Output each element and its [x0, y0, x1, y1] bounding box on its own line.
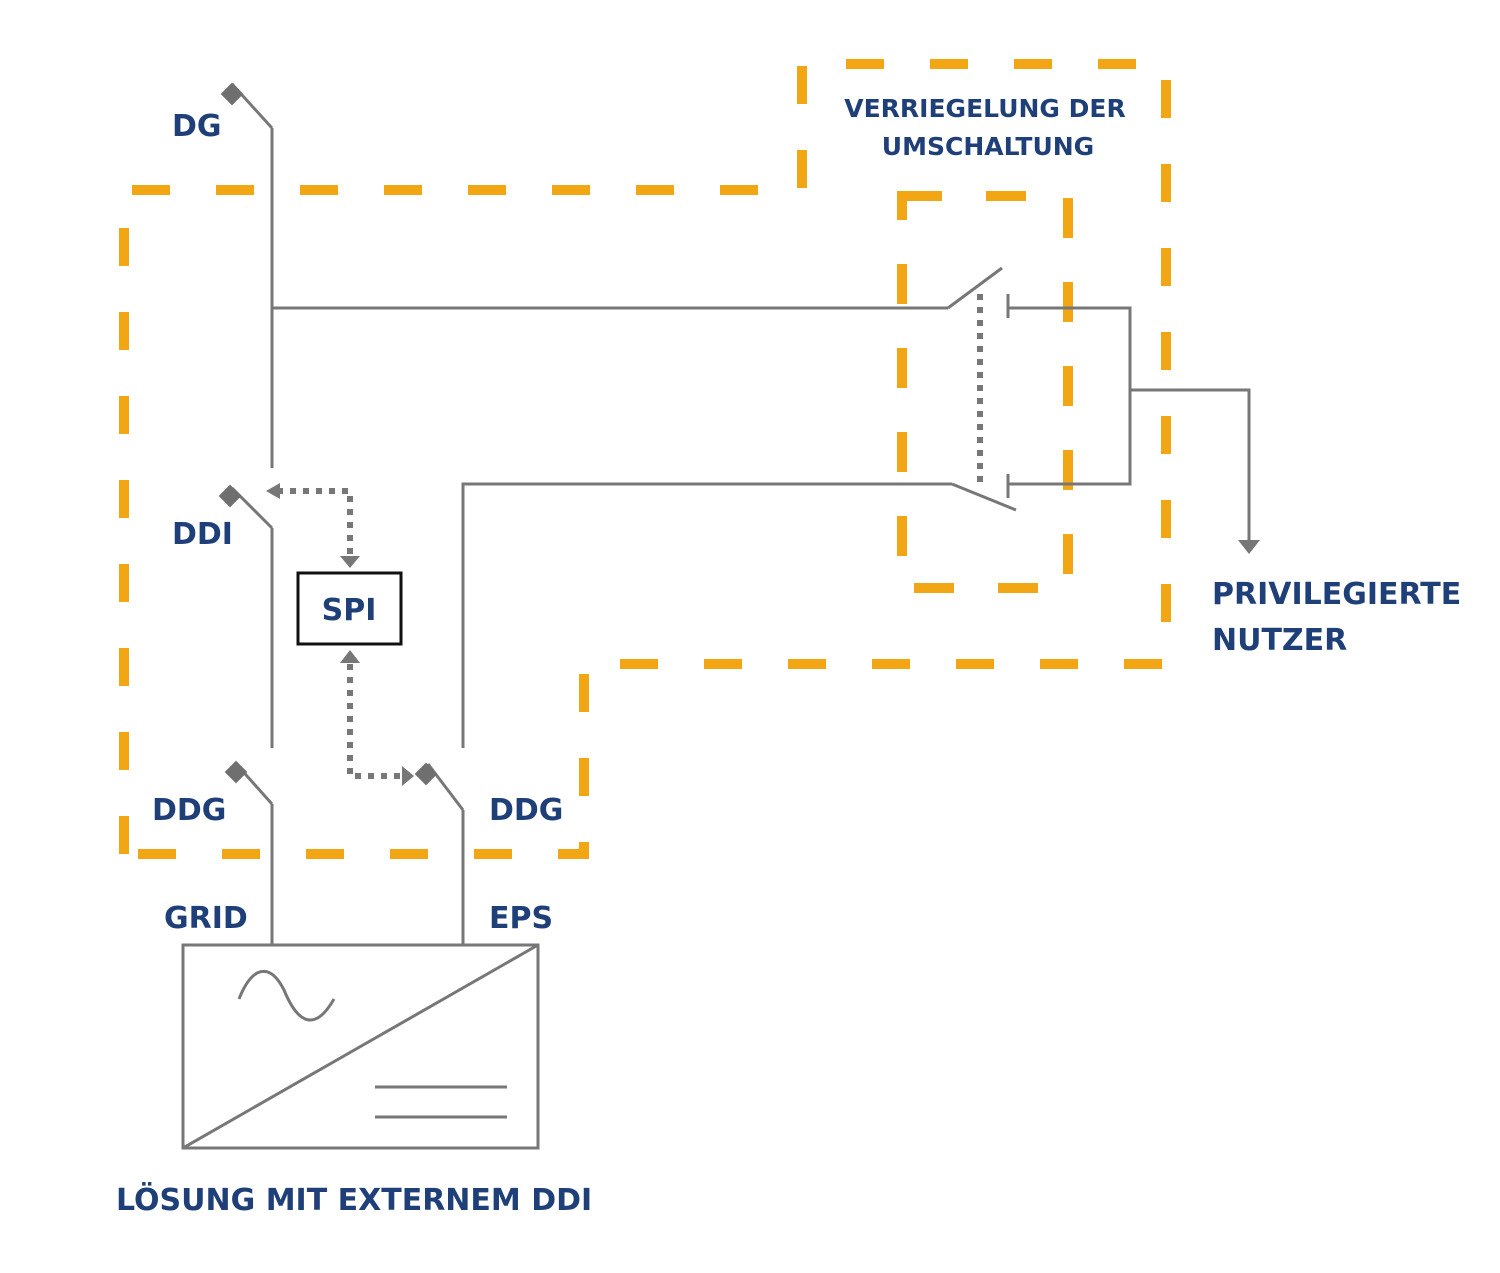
spi-box — [296, 571, 403, 646]
ddg-left-label: DDG — [152, 793, 226, 828]
spi-up-arrow-head — [340, 650, 360, 663]
interlock-label-line2: UMSCHALTUNG — [882, 132, 1094, 161]
privileged-users-arrow — [1238, 540, 1260, 554]
ac-sine-icon — [237, 970, 336, 1022]
changeover-lower-blade — [951, 482, 1017, 512]
dg-label: DG — [172, 109, 222, 144]
privileged-users-wire — [1130, 388, 1251, 540]
ddg-eps-switch-knob — [414, 762, 438, 786]
eps-label: EPS — [489, 901, 553, 936]
ddi-switch-knob — [218, 484, 242, 508]
grid-label: GRID — [164, 901, 248, 936]
eps-bus-wire — [461, 482, 952, 748]
spi-down-arrow-head — [340, 556, 360, 568]
spi-to-ddi-arrow-head — [266, 483, 280, 499]
ddg-eps-switch — [414, 762, 465, 944]
interlock-boundary — [897, 191, 1073, 593]
changeover-upper-blade — [947, 266, 1003, 310]
ddg-grid-switch-knob — [224, 760, 248, 784]
spi-label: SPI — [322, 593, 377, 628]
ddg-right-label: DDG — [489, 793, 563, 828]
spi-to-ddi-link — [280, 488, 353, 554]
privileged-users-line2: NUTZER — [1212, 623, 1347, 658]
inverter-symbol — [181, 943, 540, 1150]
interlock-label-line1: VERRIEGELUNG DER — [844, 94, 1125, 123]
diagram-title: LÖSUNG MIT EXTERNEM DDI — [116, 1181, 592, 1218]
spi-to-ddg-link — [347, 664, 404, 779]
spi-to-ddg-arrow-head — [402, 766, 414, 786]
dg-switch — [220, 82, 274, 468]
changeover-output-wire — [1008, 306, 1132, 486]
ddi-label: DDI — [172, 517, 233, 552]
outer-boundary — [119, 59, 1171, 859]
privileged-users-line1: PRIVILEGIERTE — [1212, 577, 1461, 612]
dg-switch-knob — [220, 82, 244, 106]
